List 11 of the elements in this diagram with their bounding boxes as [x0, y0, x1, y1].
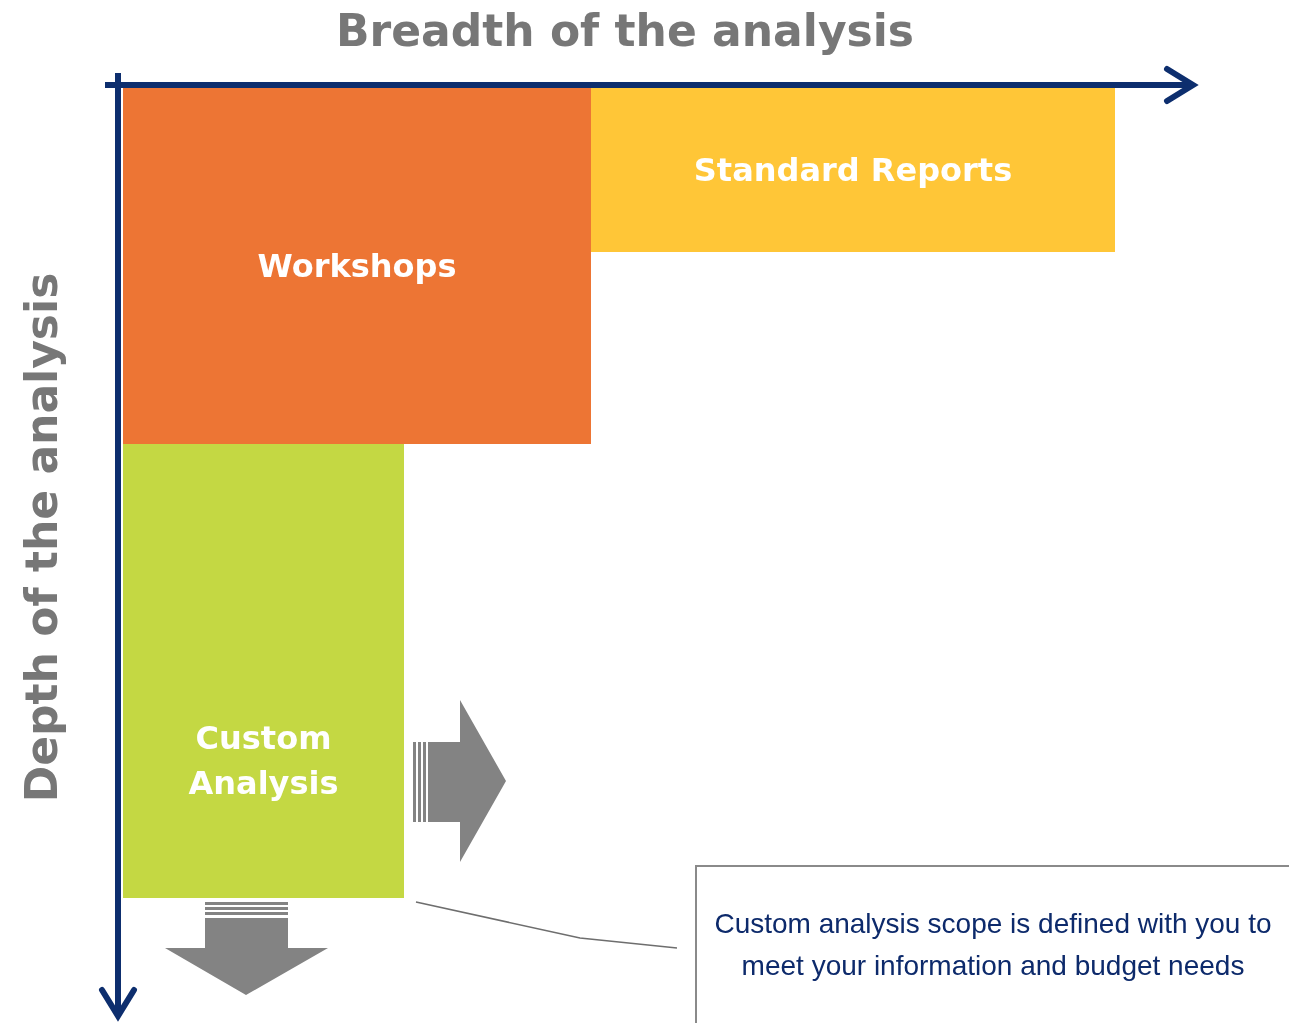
callout-box [695, 865, 1289, 1023]
axis-title: Depth of the analysis [16, 272, 68, 802]
custom-analysis-box [123, 444, 404, 898]
box-label: Standard Reports [692, 149, 1014, 191]
box-label: Custom Analysis [187, 718, 340, 804]
callout-text: Custom analysis scope is defined with you to meet your information and budget needs [713, 907, 1273, 983]
box-label: Workshops [256, 245, 458, 287]
standard-reports-box [591, 88, 1115, 252]
axis-title: Breadth of the analysis [335, 4, 915, 56]
workshops-box [123, 88, 591, 444]
leader-line [415, 901, 678, 949]
